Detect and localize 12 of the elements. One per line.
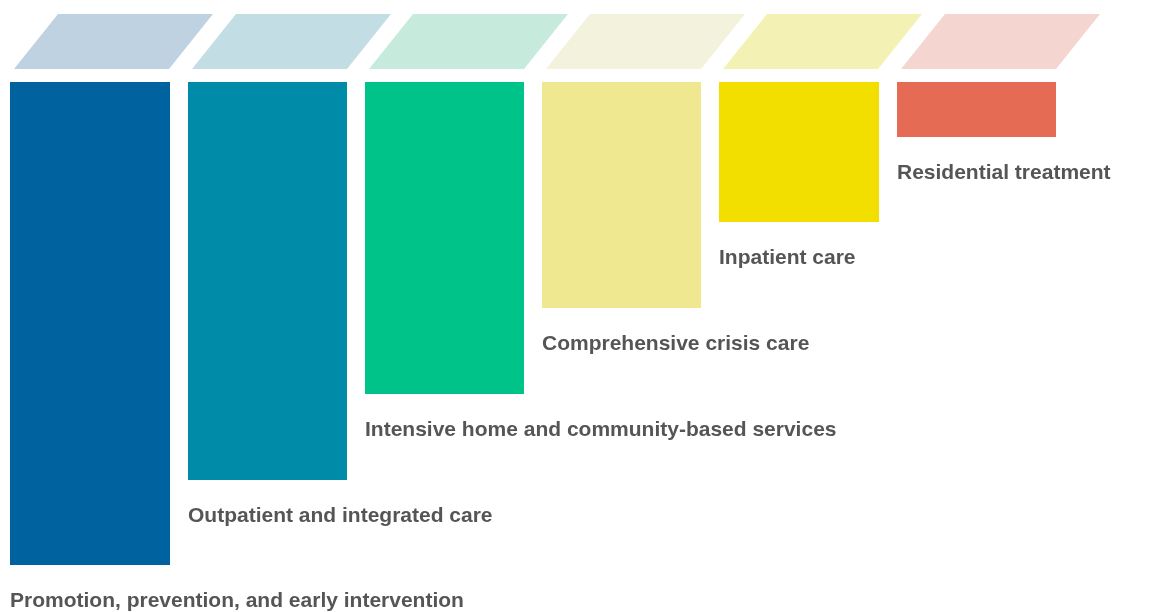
parallelogram-tab	[723, 14, 922, 69]
bar-label: Outpatient and integrated care	[188, 502, 493, 528]
bar-label: Comprehensive crisis care	[542, 330, 810, 356]
parallelogram-tab	[901, 14, 1100, 69]
bar-label: Inpatient care	[719, 244, 856, 270]
bar-label: Intensive home and community-based services	[365, 416, 837, 442]
parallelogram-tab	[546, 14, 745, 69]
parallelogram-tab	[192, 14, 391, 69]
bar-label: Residential treatment	[897, 159, 1111, 185]
parallelogram-tab	[14, 14, 213, 69]
bar-label: Promotion, prevention, and early intervention	[10, 587, 464, 612]
parallelogram-tab	[369, 14, 568, 69]
